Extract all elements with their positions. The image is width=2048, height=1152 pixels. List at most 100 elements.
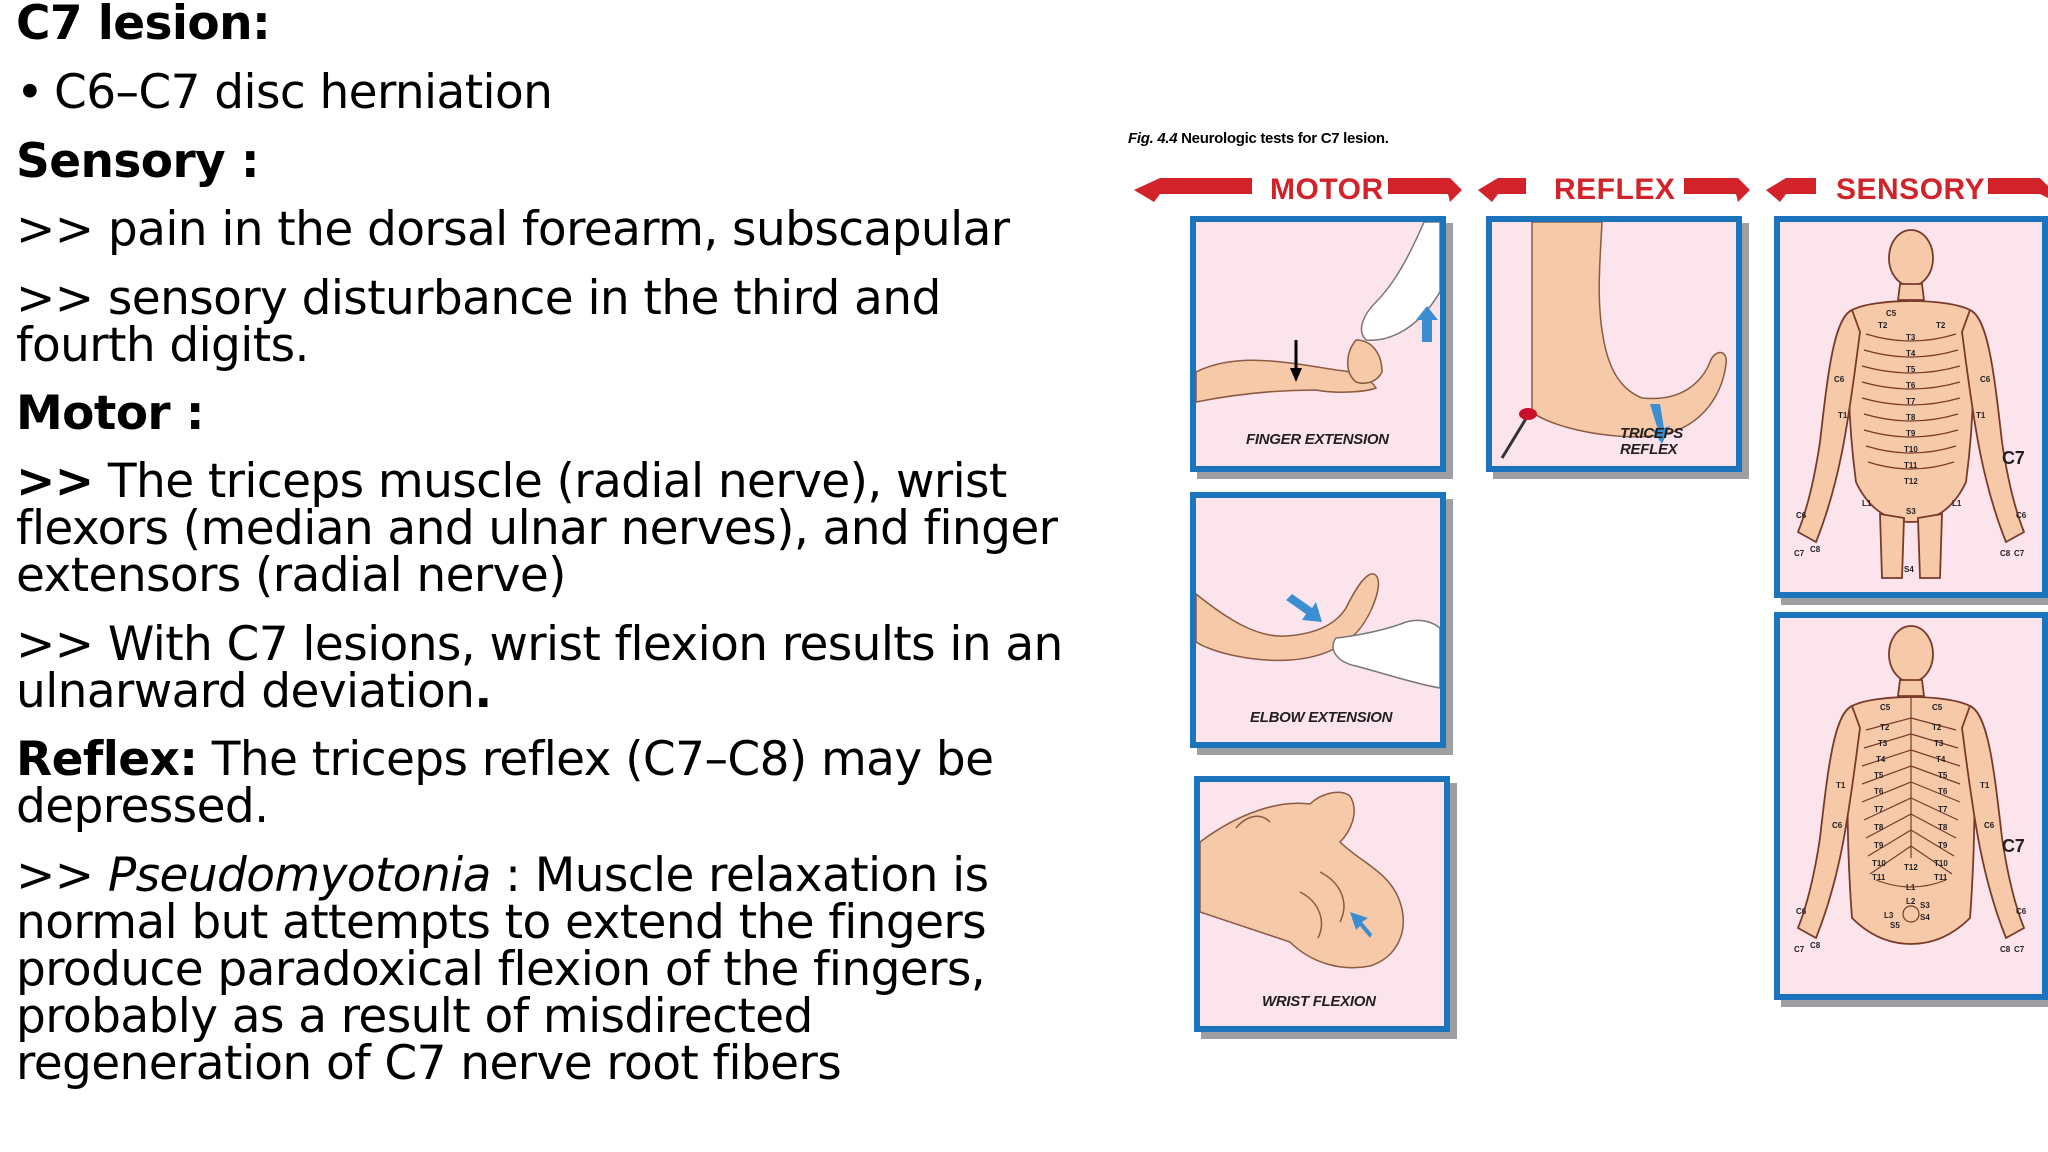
svg-text:T6: T6 xyxy=(1874,787,1884,796)
svg-text:T7: T7 xyxy=(1938,805,1948,814)
pseudo-line-e: regeneration of C7 nerve root fibers xyxy=(16,1036,842,1091)
reflex-line-b: depressed. xyxy=(16,779,269,834)
svg-text:S4: S4 xyxy=(1904,565,1914,574)
triceps-reflex-illustration xyxy=(1500,222,1727,459)
svg-text:C6: C6 xyxy=(1980,375,1991,384)
pseudo-line-c: produce paradoxical flexion of the finge… xyxy=(16,942,986,997)
svg-text:C5: C5 xyxy=(1880,703,1891,712)
banner-reflex: REFLEX xyxy=(1554,173,1676,206)
label-elbow-extension: ELBOW EXTENSION xyxy=(1250,709,1393,726)
svg-text:L2: L2 xyxy=(1906,897,1916,906)
svg-text:T2: T2 xyxy=(1936,321,1946,330)
section-banners xyxy=(1134,178,2048,202)
svg-text:S3: S3 xyxy=(1920,901,1930,910)
label-wrist-flexion: WRIST FLEXION xyxy=(1262,993,1376,1010)
label-finger-extension: FINGER EXTENSION xyxy=(1246,431,1389,448)
svg-text:C8: C8 xyxy=(1810,941,1821,950)
svg-text:T1: T1 xyxy=(1976,411,1986,420)
svg-text:T9: T9 xyxy=(1906,429,1916,438)
svg-text:C6: C6 xyxy=(1796,907,1807,916)
reflex-label: Reflex: xyxy=(16,732,198,787)
svg-text:T2: T2 xyxy=(1932,723,1942,732)
panel-wrist-flexion: WRIST FLEXION xyxy=(1194,776,1450,1032)
label-triceps-reflex-2: REFLEX xyxy=(1620,441,1678,458)
pseudo-line-d: probably as a result of misdirected xyxy=(16,989,813,1044)
svg-text:T7: T7 xyxy=(1906,397,1916,406)
svg-text:T5: T5 xyxy=(1938,771,1948,780)
sensory-line-1: >> pain in the dorsal forearm, subscapul… xyxy=(16,202,1010,257)
sensory-heading: Sensory : xyxy=(16,134,260,189)
wrist-flexion-illustration xyxy=(1200,791,1404,969)
panel-finger-extension: FINGER EXTENSION xyxy=(1190,216,1446,472)
reflex-text-a: The triceps reflex (C7–C8) may be xyxy=(197,732,994,787)
svg-text:T8: T8 xyxy=(1906,413,1916,422)
panel-elbow-extension: ELBOW EXTENSION xyxy=(1190,492,1446,748)
svg-text:T1: T1 xyxy=(1980,781,1990,790)
label-c7-back: C7 xyxy=(2002,836,2025,856)
motor-marker: >> xyxy=(16,454,94,509)
elbow-extension-illustration xyxy=(1196,573,1440,689)
banner-motor: MOTOR xyxy=(1270,173,1384,206)
svg-text:T7: T7 xyxy=(1874,805,1884,814)
bullet-symbol: • xyxy=(16,65,44,120)
svg-text:T10: T10 xyxy=(1934,859,1948,868)
banner-sensory: SENSORY xyxy=(1836,173,1986,206)
pseudo-text-a: : Muscle relaxation is xyxy=(490,848,989,903)
svg-text:T2: T2 xyxy=(1880,723,1890,732)
motor-text-1a: The triceps muscle (radial nerve), wrist xyxy=(93,454,1007,509)
svg-text:S4: S4 xyxy=(1920,913,1930,922)
svg-text:C7: C7 xyxy=(2014,549,2025,558)
label-triceps-reflex-1: TRICEPS xyxy=(1620,425,1683,442)
svg-text:T2: T2 xyxy=(1878,321,1888,330)
svg-text:T4: T4 xyxy=(1876,755,1886,764)
svg-text:T11: T11 xyxy=(1934,873,1948,882)
motor-heading: Motor : xyxy=(16,386,205,441)
svg-text:L1: L1 xyxy=(1862,499,1872,508)
svg-text:T8: T8 xyxy=(1874,823,1884,832)
finger-extension-illustration xyxy=(1196,222,1440,403)
svg-text:L1: L1 xyxy=(1952,499,1962,508)
svg-text:T8: T8 xyxy=(1938,823,1948,832)
svg-text:C6: C6 xyxy=(1834,375,1845,384)
svg-text:C5: C5 xyxy=(1886,309,1897,318)
motor-line-1c: extensors (radial nerve) xyxy=(16,548,566,603)
svg-text:T10: T10 xyxy=(1904,445,1918,454)
svg-text:C6: C6 xyxy=(1832,821,1843,830)
svg-text:T11: T11 xyxy=(1872,873,1886,882)
motor-line-2b: ulnarward deviation. xyxy=(16,668,492,715)
motor-text-2b: ulnarward deviation xyxy=(16,664,475,719)
motor-line-1a: >> The triceps muscle (radial nerve), wr… xyxy=(16,458,1007,505)
label-c7-front: C7 xyxy=(2002,448,2025,468)
svg-text:T9: T9 xyxy=(1938,841,1948,850)
motor-period: . xyxy=(474,664,492,719)
svg-text:T6: T6 xyxy=(1938,787,1948,796)
svg-text:C7: C7 xyxy=(2014,945,2025,954)
svg-text:T3: T3 xyxy=(1878,739,1888,748)
pseudo-line-b: normal but attempts to extend the finger… xyxy=(16,895,987,950)
svg-text:T5: T5 xyxy=(1906,365,1916,374)
pseudo-term: Pseudomyotonia xyxy=(107,848,492,903)
panel-triceps-reflex: TRICEPS REFLEX xyxy=(1486,216,1742,472)
svg-text:T11: T11 xyxy=(1904,461,1918,470)
svg-text:T3: T3 xyxy=(1934,739,1944,748)
svg-text:C7: C7 xyxy=(1794,549,1805,558)
figure-caption: Fig. 4.4 Neurologic tests for C7 lesion. xyxy=(1128,130,1389,147)
svg-text:S5: S5 xyxy=(1890,921,1900,930)
svg-text:L3: L3 xyxy=(1884,911,1894,920)
svg-text:T12: T12 xyxy=(1904,477,1918,486)
svg-text:T9: T9 xyxy=(1874,841,1884,850)
svg-text:T3: T3 xyxy=(1906,333,1916,342)
svg-text:L1: L1 xyxy=(1906,883,1916,892)
svg-text:C8: C8 xyxy=(2000,549,2011,558)
pseudo-marker: >> xyxy=(16,848,108,903)
svg-text:S3: S3 xyxy=(1906,507,1916,516)
svg-text:T6: T6 xyxy=(1906,381,1916,390)
neurologic-test-figure: Fig. 4.4 Neurologic tests for C7 lesion.… xyxy=(1120,120,2048,1040)
svg-text:C8: C8 xyxy=(2000,945,2011,954)
svg-text:T1: T1 xyxy=(1836,781,1846,790)
svg-text:C8: C8 xyxy=(1810,545,1821,554)
svg-text:T4: T4 xyxy=(1936,755,1946,764)
